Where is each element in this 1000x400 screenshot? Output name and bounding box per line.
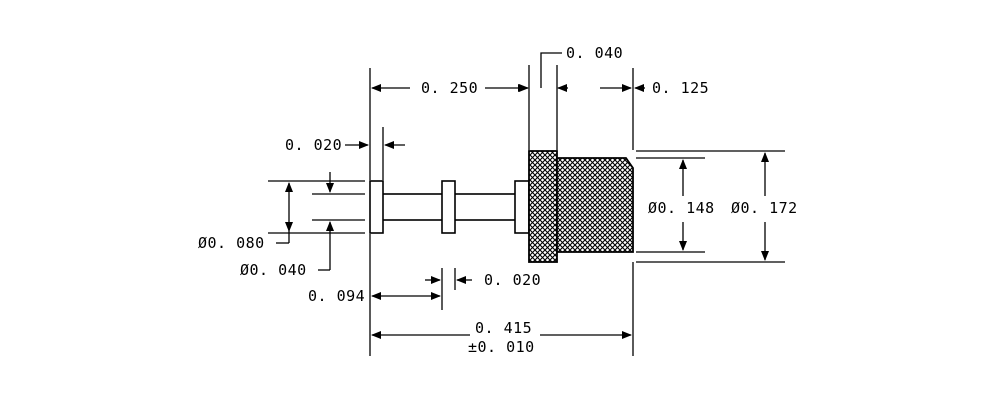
dim-knurl-outer-diameter: Ø0. 172 xyxy=(731,199,798,217)
knurl-shoulder xyxy=(528,150,558,263)
step-shoulder xyxy=(514,180,530,234)
middle-collar xyxy=(441,180,456,234)
dim-overall-length: 0. 415 xyxy=(475,319,532,337)
dimension-lines xyxy=(276,52,769,339)
dim-knurl-length: 0. 125 xyxy=(652,79,709,97)
dim-knurl-inner-diameter: Ø0. 148 xyxy=(648,199,715,217)
dim-collar-thickness: 0. 020 xyxy=(484,271,541,289)
extension-lines xyxy=(268,65,785,356)
knurl-body xyxy=(556,157,634,253)
dim-flange-to-collar: 0. 094 xyxy=(308,287,365,305)
dimension-labels: 0. 250 0. 040 0. 125 0. 020 Ø0. 080 Ø0. … xyxy=(198,44,798,356)
dim-overall-tolerance: ±0. 010 xyxy=(468,338,535,356)
dim-flange-thickness: 0. 020 xyxy=(285,136,342,154)
dim-flange-to-knurl: 0. 250 xyxy=(421,79,478,97)
left-flange xyxy=(369,180,384,234)
dim-flange-diameter: Ø0. 080 xyxy=(198,234,265,252)
dim-pin-diameter: Ø0. 040 xyxy=(240,261,307,279)
part-body xyxy=(369,150,634,263)
dim-knurl-shoulder: 0. 040 xyxy=(566,44,623,62)
